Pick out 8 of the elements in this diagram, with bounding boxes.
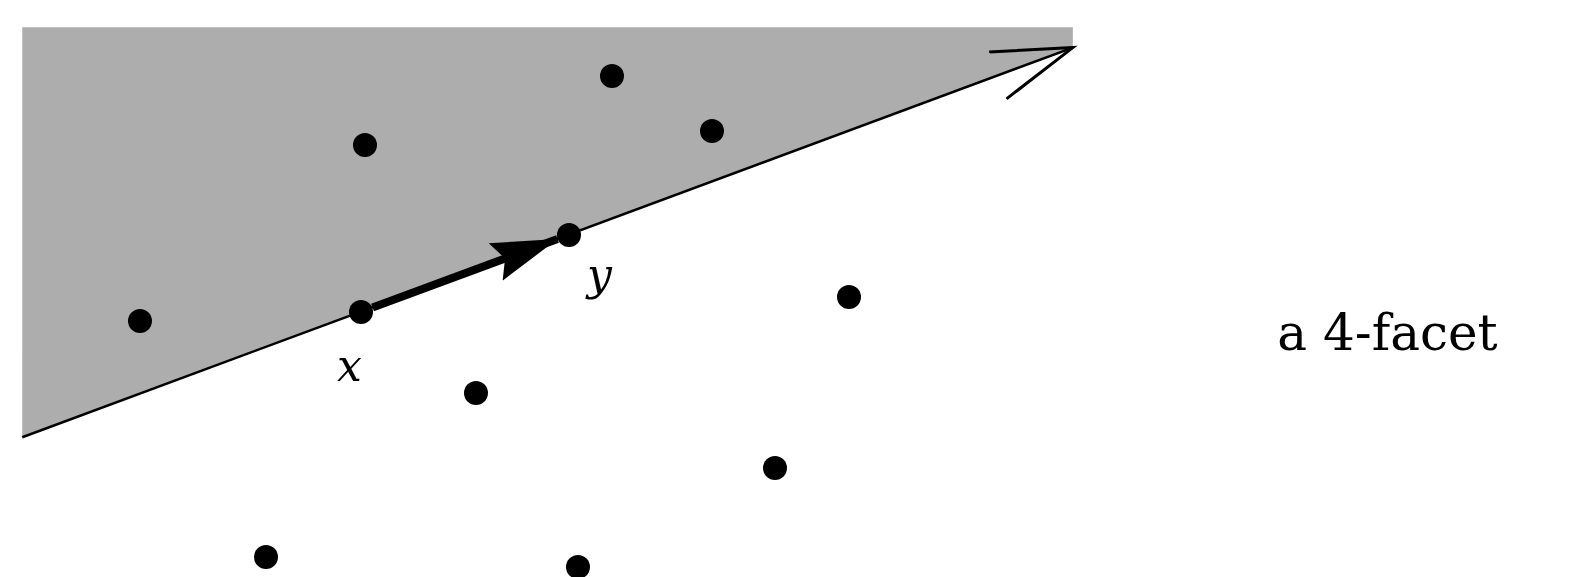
- point-dot: [254, 544, 279, 569]
- arrow: [371, 235, 559, 312]
- point-dot: [463, 380, 488, 405]
- point-dot: [837, 284, 862, 309]
- point-dot: [763, 455, 788, 480]
- point-label: x: [337, 344, 362, 389]
- point-dot: [565, 554, 590, 577]
- caption-text: a 4-facet: [1277, 303, 1498, 362]
